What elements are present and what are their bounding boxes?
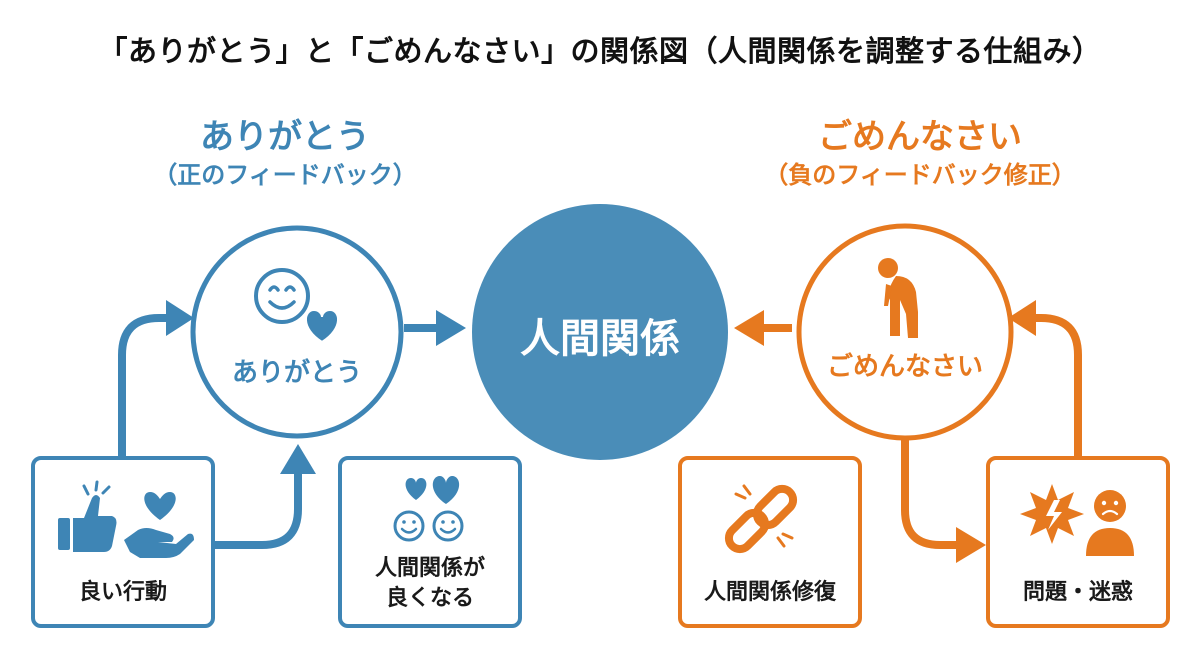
broken-chain-icon — [724, 484, 798, 554]
relationship-repair-label: 人間関係修復 — [703, 580, 836, 605]
arigatou-circle-label: ありがとう — [231, 358, 362, 388]
relationship-better-line1: 人間関係が — [374, 556, 485, 581]
relationship-circle — [472, 204, 728, 460]
left-heading-group: ありがとう （正のフィードバック） — [130, 116, 440, 192]
sad-person-icon — [1086, 490, 1134, 556]
right-heading-group: ごめんなさい （負のフィードバック修正） — [730, 116, 1110, 192]
left-subheading: （正のフィードバック） — [153, 161, 417, 189]
arigatou-circle — [190, 225, 404, 439]
relationship-circle-label: 人間関係 — [520, 316, 680, 362]
explosion-icon — [1020, 484, 1084, 544]
page-title: 「ありがとう」と「ごめんなさい」の関係図（人間関係を調整する仕組み） — [98, 34, 1102, 68]
relationship-better-line2: 良くなる — [385, 586, 474, 611]
left-heading: ありがとう — [200, 117, 370, 157]
right-subheading: （負のフィードバック修正） — [764, 161, 1076, 189]
hand-heart-icon — [124, 492, 194, 558]
relationship-better-box — [338, 456, 522, 628]
problem-label: 問題・迷惑 — [1022, 580, 1133, 605]
gomennasai-circle — [796, 223, 1014, 441]
relationship-better-label: 人間関係が 良くなる — [340, 554, 520, 614]
left-connectors — [118, 300, 466, 549]
thumbs-up-icon — [58, 480, 117, 552]
smile-heart-icon — [254, 268, 339, 344]
hearts-faces-icon — [393, 476, 464, 542]
bowing-person-icon — [878, 258, 918, 338]
gomennasai-circle-label: ごめんなさい — [826, 352, 983, 382]
relationship-repair-box — [678, 456, 862, 628]
right-heading: ごめんなさい — [818, 117, 1022, 157]
good-action-label: 良い行動 — [78, 580, 167, 605]
right-connectors — [734, 300, 1082, 563]
